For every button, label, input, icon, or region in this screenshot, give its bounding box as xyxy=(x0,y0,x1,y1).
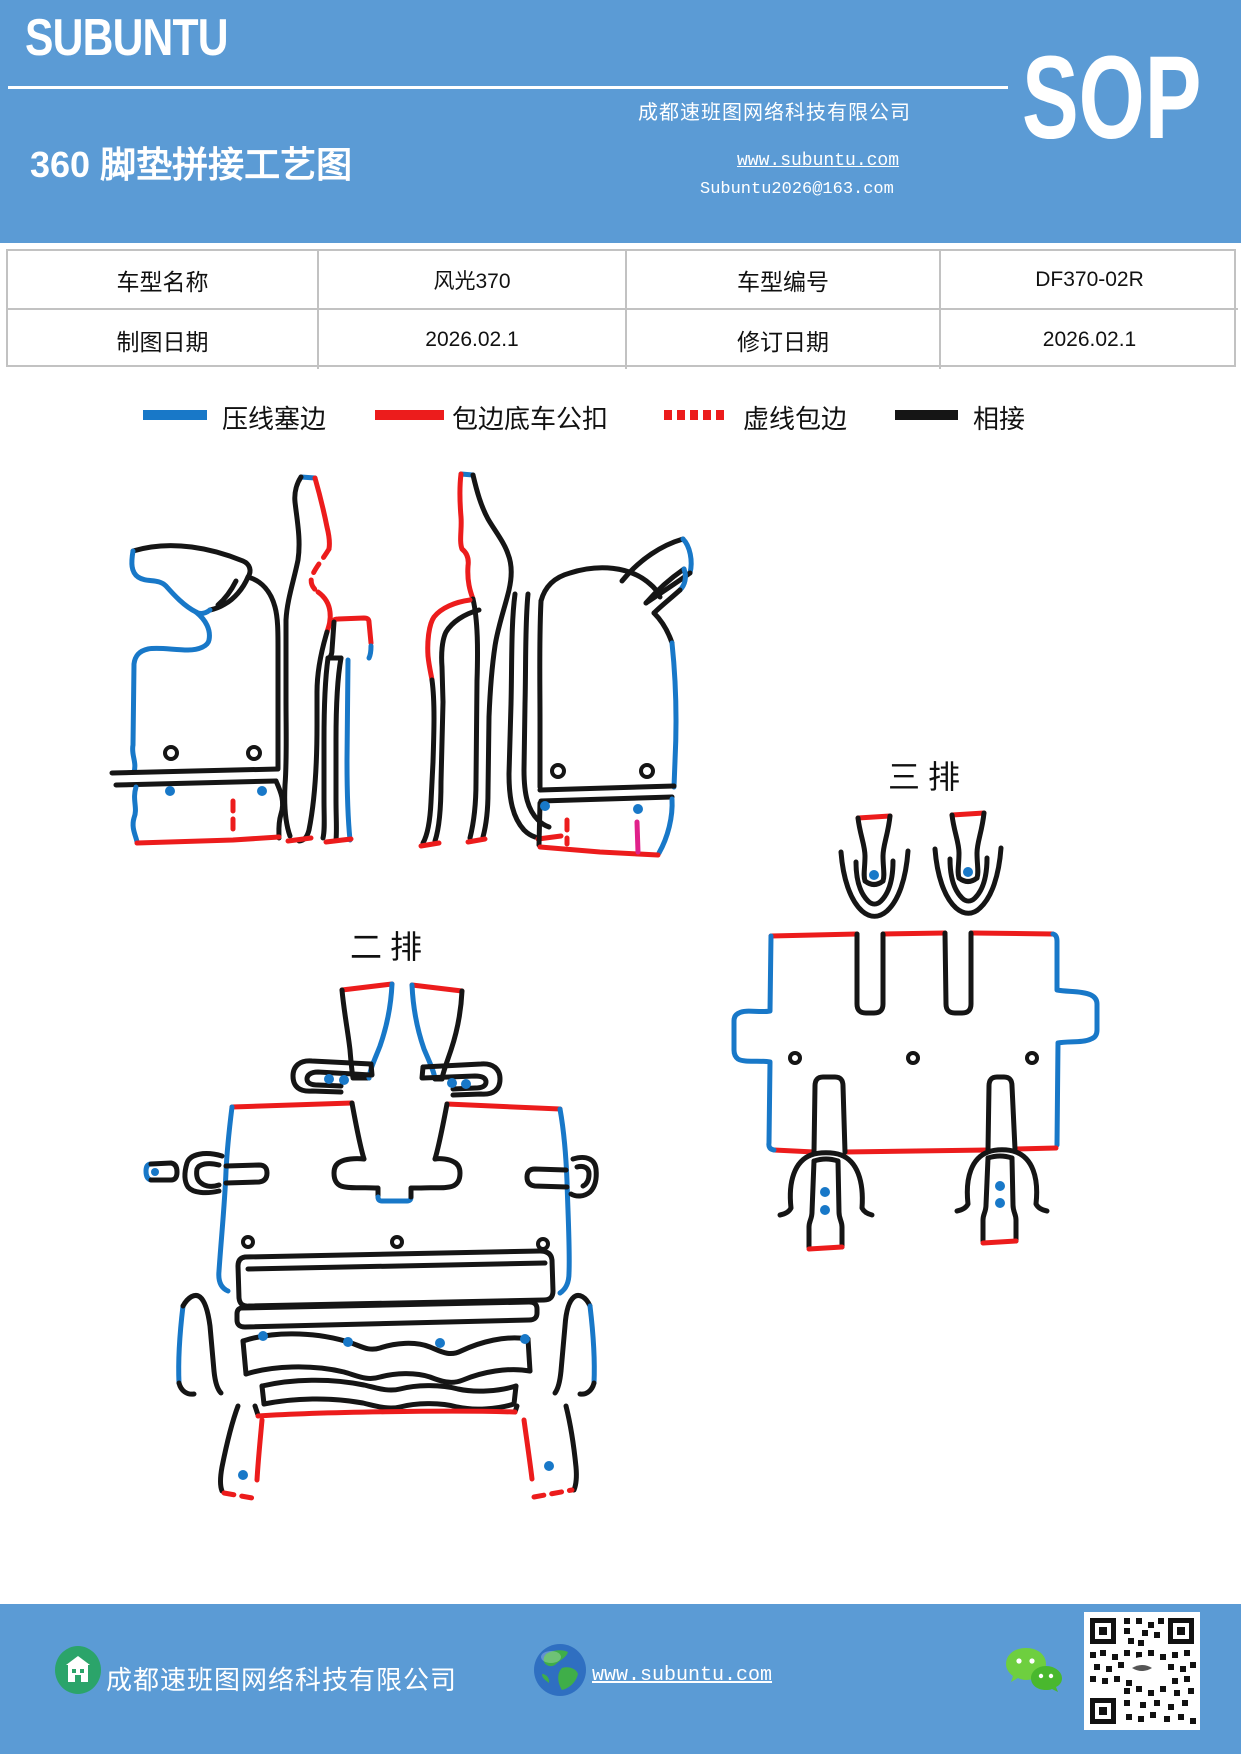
qr-code xyxy=(1084,1612,1200,1730)
line-type-legend: 压线塞边 包边底车公扣 虚线包边 相接 xyxy=(0,396,1241,436)
vehicle-info-table: 车型名称 风光370 车型编号 DF370-02R 制图日期 2026.02.1… xyxy=(6,249,1238,369)
header-banner: SUBUNTU 成都速班图网络科技有限公司 SOP 360 脚垫拼接工艺图 ww… xyxy=(0,0,1241,243)
legend-label: 压线塞边 xyxy=(222,404,327,434)
table-label-draw-date: 制图日期 xyxy=(8,310,319,369)
table-value-model-name: 风光370 xyxy=(319,251,627,310)
table-value-draw-date: 2026.02.1 xyxy=(319,310,627,369)
header-email: Subuntu2026@163.com xyxy=(700,180,894,199)
footer-company-name: 成都速班图网络科技有限公司 xyxy=(106,1665,458,1695)
third-row-drawing: 三排 xyxy=(731,759,1100,1252)
legend-swatch-red-line xyxy=(375,410,444,420)
table-label-model-name: 车型名称 xyxy=(8,251,319,310)
building-icon xyxy=(55,1646,101,1694)
legend-swatch-blue-line xyxy=(143,410,207,420)
header-divider xyxy=(8,86,1008,89)
third-row-label: 三排 xyxy=(888,759,968,795)
logo: SUBUNTU xyxy=(25,9,229,67)
table-value-revision-date: 2026.02.1 xyxy=(1042,327,1137,351)
header-company-name: 成都速班图网络科技有限公司 xyxy=(638,102,911,124)
wechat-icon xyxy=(1006,1648,1062,1692)
table-value-model-code: DF370-02R xyxy=(941,251,1238,310)
legend-swatch-black-line xyxy=(895,410,958,420)
table-label-model-code: 车型编号 xyxy=(627,251,941,310)
table-label-revision-date: 修订日期 xyxy=(627,310,941,369)
floor-mat-process-diagram: 三排 xyxy=(109,471,1100,1502)
legend-label: 包边底车公扣 xyxy=(452,404,609,434)
second-row-drawing: 二排 xyxy=(143,929,599,1502)
sop-badge: SOP xyxy=(1022,32,1202,164)
globe-icon xyxy=(534,1644,586,1696)
front-row-mats-drawing xyxy=(109,471,694,858)
legend-swatch-dashed-line xyxy=(664,410,728,420)
page-title: 360 脚垫拼接工艺图 xyxy=(30,144,353,185)
legend-label: 虚线包边 xyxy=(743,404,848,434)
footer-website-link[interactable]: www.subuntu.com xyxy=(592,1664,773,1687)
footer-banner: 成都速班图网络科技有限公司 www.subuntu.com xyxy=(0,1604,1241,1754)
second-row-label: 二排 xyxy=(350,929,430,965)
header-website-link[interactable]: www.subuntu.com xyxy=(737,151,900,171)
legend-label: 相接 xyxy=(973,404,1026,434)
